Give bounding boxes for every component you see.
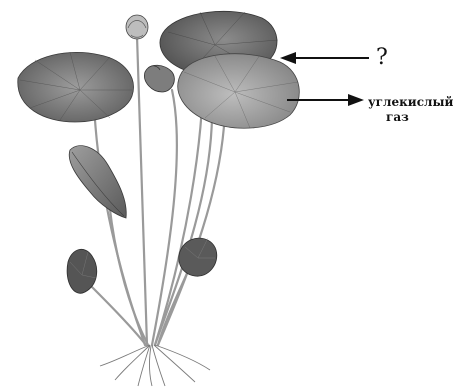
co2-label-line2: газ: [386, 110, 409, 124]
question-label: ?: [376, 45, 388, 70]
roots: [100, 345, 210, 386]
leaf-lower-right: [178, 54, 300, 128]
leaf-side: [69, 146, 126, 218]
arrow-question: [280, 52, 369, 64]
co2-label-line1: углекислый: [368, 95, 453, 109]
submerged-leaf-right: [179, 238, 217, 276]
stem-flower-bud: [137, 36, 147, 345]
flower-bud: [126, 15, 148, 39]
stem-left-small-leaf: [85, 280, 146, 345]
small-bud: [144, 65, 174, 92]
stem-left-leaf: [95, 120, 145, 345]
leaf-left: [18, 52, 134, 122]
